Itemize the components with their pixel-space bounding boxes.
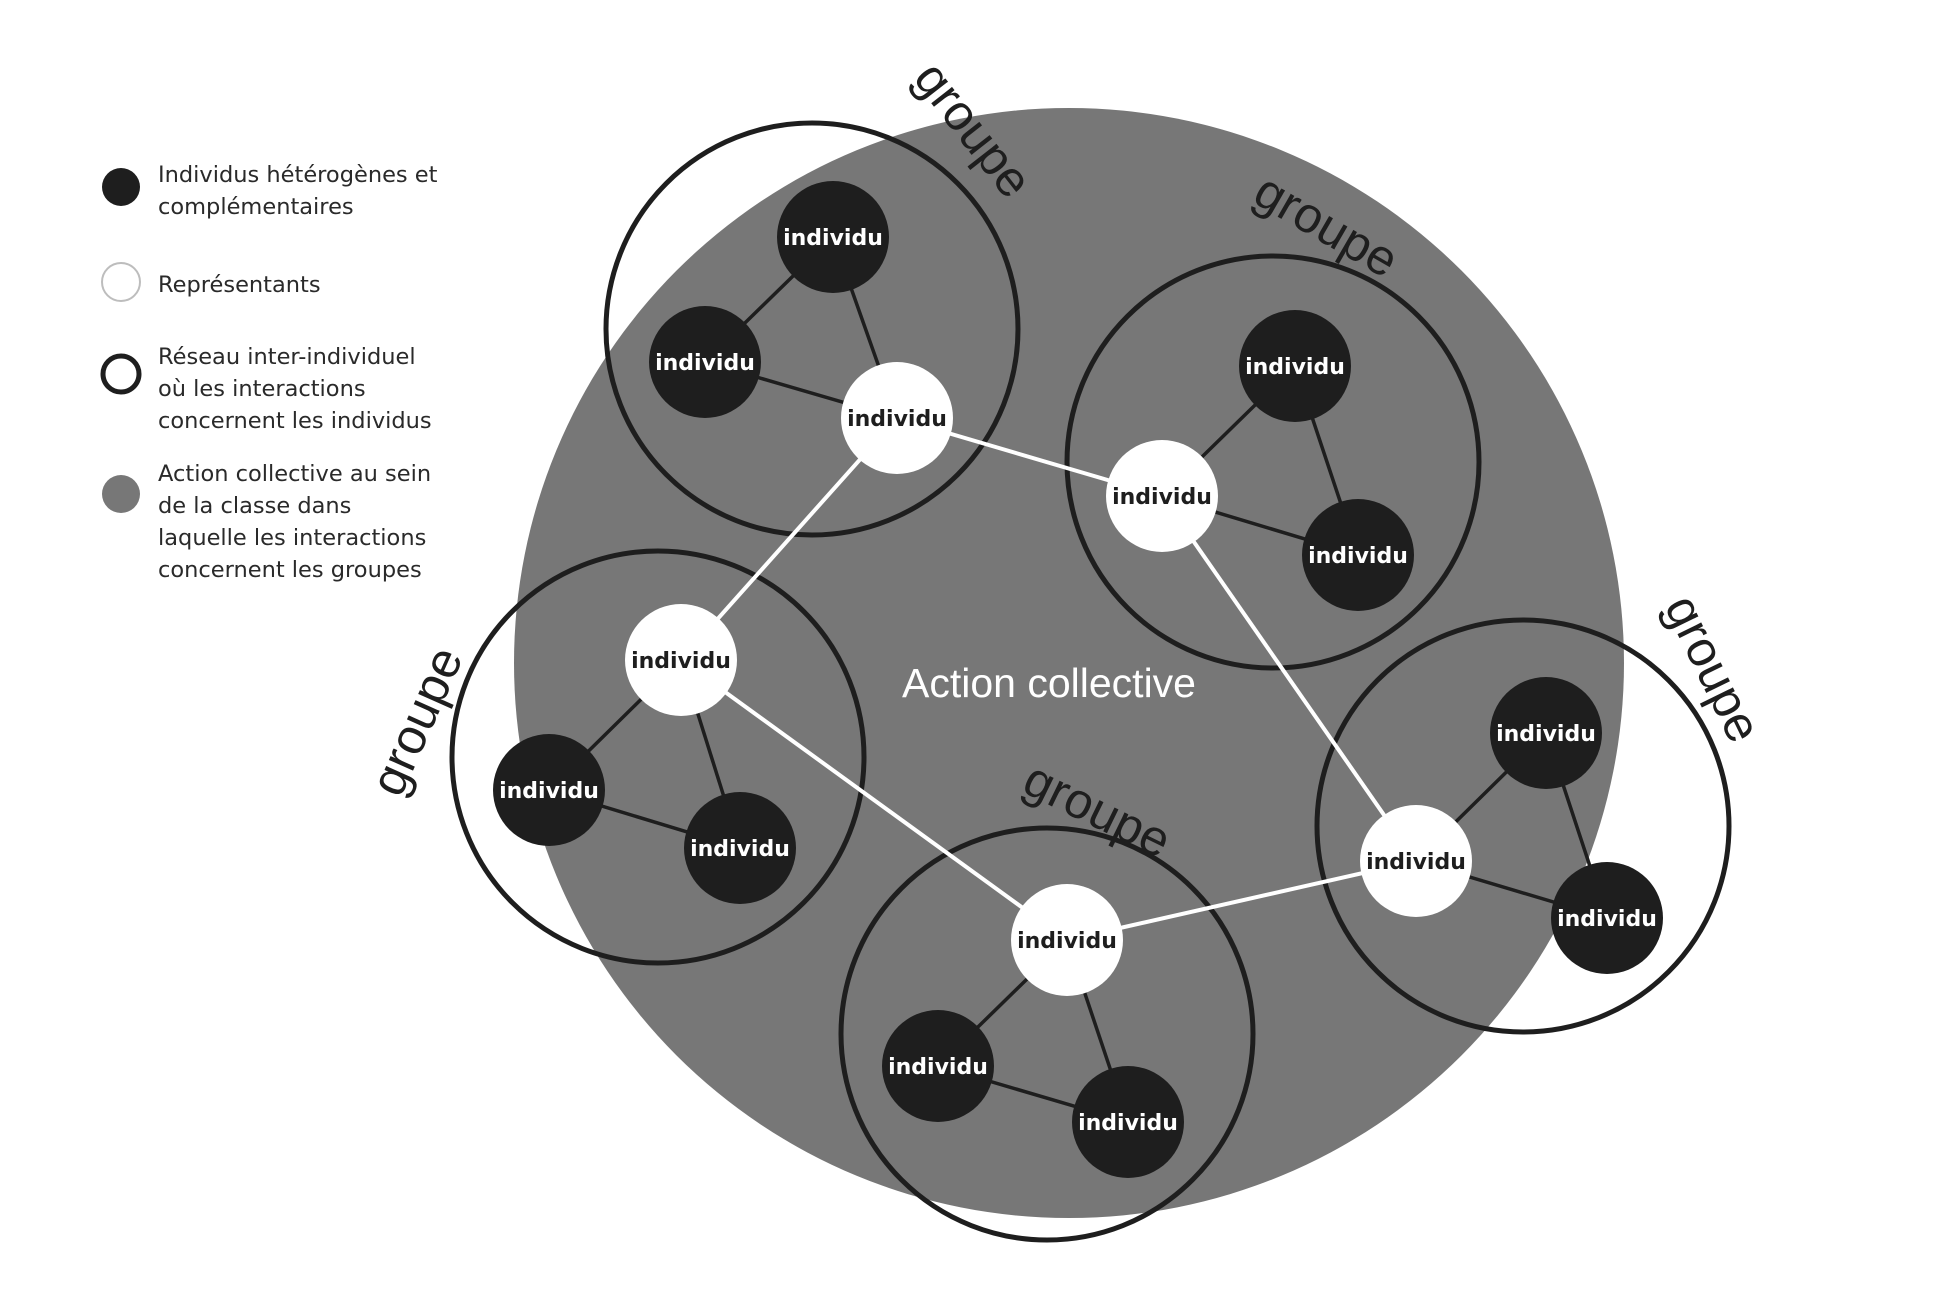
- group-ring-left: [449, 548, 867, 966]
- legend-text-line: complémentaires: [158, 194, 354, 220]
- legend-text-line: Représentants: [158, 272, 321, 298]
- representative-link: [679, 658, 1069, 942]
- group-ring-bottom: [838, 825, 1256, 1243]
- representative-node-left: individu: [625, 604, 737, 716]
- node-label: individu: [1017, 929, 1117, 954]
- node-label: individu: [1366, 850, 1466, 875]
- legend-text-line: où les interactions: [158, 376, 366, 402]
- node-circle: [1011, 884, 1123, 996]
- node-label: individu: [1112, 485, 1212, 510]
- individual-node-right: individu: [1551, 862, 1663, 974]
- individual-node-top-right: individu: [1239, 310, 1351, 422]
- legend-item-ring: Réseau inter-individuel où les interactio…: [100, 344, 432, 434]
- group-ring-top-right: [1064, 253, 1482, 671]
- node-circle: [882, 1010, 994, 1122]
- legend-dark-circle: [102, 168, 140, 206]
- node-label: individu: [783, 226, 883, 251]
- center-label: Action collective: [902, 660, 1196, 706]
- node-circle: [1239, 310, 1351, 422]
- individual-node-top-left: individu: [777, 181, 889, 293]
- individual-node-bottom: individu: [1072, 1066, 1184, 1178]
- legend-text-line: de la classe dans: [158, 493, 351, 519]
- diagram-scene: individu individu individu individu individu…: [359, 51, 1773, 1243]
- node-label: individu: [499, 779, 599, 804]
- legend-text-line: laquelle les interactions: [158, 525, 426, 551]
- group-ring-right: [1314, 617, 1732, 1035]
- node-label: individu: [1078, 1111, 1178, 1136]
- node-circle: [493, 734, 605, 846]
- individual-node-left: individu: [493, 734, 605, 846]
- node-circle: [841, 362, 953, 474]
- node-circle: [1490, 677, 1602, 789]
- representative-link: [1160, 494, 1418, 863]
- node-label: individu: [847, 407, 947, 432]
- group-label-right: groupe: [1654, 586, 1773, 750]
- legend: Individus hétérogènes et complémentairesR…: [100, 162, 438, 583]
- individual-node-left: individu: [684, 792, 796, 904]
- individual-node-top-right: individu: [1302, 499, 1414, 611]
- node-circle: [684, 792, 796, 904]
- node-label: individu: [655, 351, 755, 376]
- node-label: individu: [888, 1055, 988, 1080]
- legend-white-circle: [101, 262, 141, 302]
- node-circle: [1072, 1066, 1184, 1178]
- node-circle: [1360, 805, 1472, 917]
- legend-item-dark: Individus hétérogènes et complémentaires: [102, 162, 438, 220]
- node-circle: [1106, 440, 1218, 552]
- representative-link: [1066, 859, 1417, 942]
- node-label: individu: [631, 649, 731, 674]
- representative-node-bottom: individu: [1011, 884, 1123, 996]
- node-label: individu: [1308, 544, 1408, 569]
- group-ring-top-left: [603, 120, 1021, 538]
- node-circle: [649, 306, 761, 418]
- representative-node-top-left: individu: [841, 362, 953, 474]
- legend-text-line: concernent les groupes: [158, 557, 422, 583]
- legend-text-line: Individus hétérogènes et: [158, 162, 438, 188]
- individual-node-bottom: individu: [882, 1010, 994, 1122]
- individual-node-top-left: individu: [649, 306, 761, 418]
- node-circle: [1551, 862, 1663, 974]
- individual-node-right: individu: [1490, 677, 1602, 789]
- node-label: individu: [1496, 722, 1596, 747]
- representative-node-top-right: individu: [1106, 440, 1218, 552]
- legend-text-line: Action collective au sein: [158, 461, 431, 487]
- node-label: individu: [1245, 355, 1345, 380]
- node-circle: [777, 181, 889, 293]
- legend-text-line: Réseau inter-individuel: [158, 344, 416, 370]
- representative-node-right: individu: [1360, 805, 1472, 917]
- legend-ring-circle: [100, 353, 142, 395]
- legend-text-line: concernent les individus: [158, 408, 432, 434]
- node-label: individu: [690, 837, 790, 862]
- node-circle: [625, 604, 737, 716]
- node-circle: [1302, 499, 1414, 611]
- node-label: individu: [1557, 907, 1657, 932]
- legend-item-gray: Action collective au sein de la classe da…: [102, 461, 431, 583]
- legend-item-white: Représentants: [101, 262, 321, 302]
- legend-gray-circle: [102, 475, 140, 513]
